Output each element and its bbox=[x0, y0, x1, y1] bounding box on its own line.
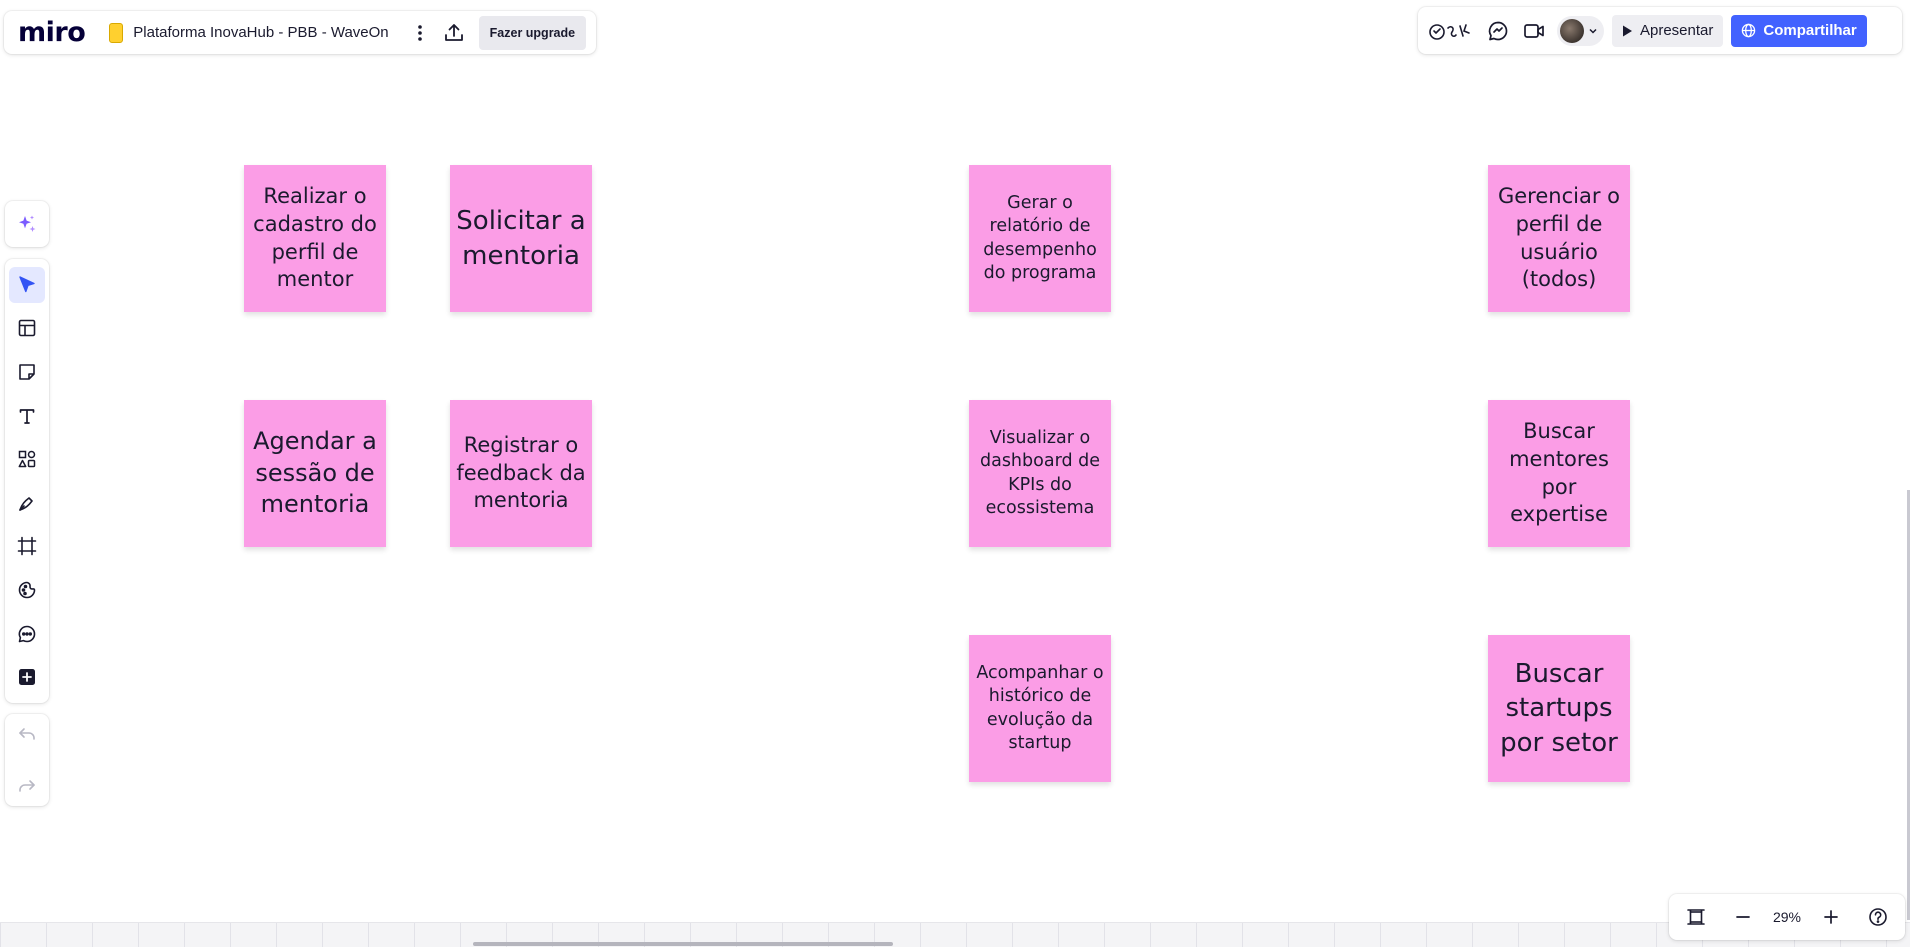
miro-logo[interactable]: miro bbox=[18, 17, 86, 48]
sparkle-icon bbox=[19, 215, 36, 232]
sticky-note[interactable]: Buscar mentores por expertise bbox=[1488, 400, 1630, 547]
undo-icon bbox=[19, 728, 35, 740]
video-icon bbox=[1524, 23, 1544, 38]
tool-sticky-note[interactable] bbox=[9, 354, 45, 390]
chevron-down-icon bbox=[1589, 28, 1597, 34]
text-icon bbox=[19, 408, 35, 424]
fit-to-screen-button[interactable] bbox=[1679, 900, 1713, 934]
sticker-icon bbox=[18, 581, 36, 599]
redo-button[interactable] bbox=[9, 770, 45, 802]
help-icon bbox=[1868, 908, 1887, 926]
sticky-note[interactable]: Registrar o feedback da mentoria bbox=[450, 400, 592, 547]
redo-icon bbox=[19, 780, 35, 792]
frame-icon bbox=[17, 537, 37, 556]
tool-frame[interactable] bbox=[9, 529, 45, 565]
plus-icon bbox=[1823, 910, 1838, 924]
zoom-controls: 29% bbox=[1669, 894, 1905, 940]
chat-icon bbox=[1488, 21, 1508, 40]
ai-panel bbox=[5, 201, 49, 247]
present-label: Apresentar bbox=[1640, 22, 1714, 39]
pen-icon bbox=[19, 496, 33, 511]
tool-stickers[interactable] bbox=[9, 572, 45, 608]
user-menu[interactable] bbox=[1557, 15, 1604, 46]
export-button[interactable] bbox=[437, 16, 471, 50]
tool-text[interactable] bbox=[9, 398, 45, 434]
vertical-scrollbar[interactable] bbox=[1907, 490, 1910, 920]
undo-button[interactable] bbox=[9, 718, 45, 750]
plus-square-icon bbox=[19, 669, 35, 686]
sticky-note[interactable]: Gerar o relatório de desempenho do progr… bbox=[969, 165, 1111, 312]
canvas-grid bbox=[0, 922, 1910, 947]
upload-icon bbox=[444, 23, 463, 41]
sticky-note[interactable]: Realizar o cadastro do perfil de mentor bbox=[244, 165, 386, 312]
tool-pen[interactable] bbox=[9, 485, 45, 521]
tool-more-apps[interactable] bbox=[9, 659, 45, 695]
zoom-out-button[interactable] bbox=[1726, 900, 1760, 934]
sticky-note[interactable]: Solicitar a mentoria bbox=[450, 165, 592, 312]
sticky-note[interactable]: Visualizar o dashboard de KPIs do ecossi… bbox=[969, 400, 1111, 547]
upgrade-button[interactable]: Fazer upgrade bbox=[478, 15, 587, 50]
fit-screen-icon bbox=[1687, 909, 1706, 925]
reactions-icon bbox=[1429, 23, 1470, 40]
board-menu-button[interactable] bbox=[403, 16, 437, 50]
share-button[interactable]: Compartilhar bbox=[1731, 14, 1867, 47]
avatar bbox=[1560, 18, 1584, 43]
zoom-level[interactable]: 29% bbox=[1772, 909, 1801, 925]
minus-icon bbox=[1736, 916, 1751, 918]
collaboration-bar: Apresentar Compartilhar bbox=[1418, 7, 1902, 54]
sticky-note[interactable]: Acompanhar o histórico de evolução da st… bbox=[969, 635, 1111, 782]
reactions-button[interactable] bbox=[1423, 14, 1479, 48]
tool-templates[interactable] bbox=[9, 311, 45, 347]
horizontal-scrollbar[interactable] bbox=[473, 942, 893, 946]
tool-select[interactable] bbox=[9, 267, 45, 303]
sticky-note[interactable]: Buscar startups por setor bbox=[1488, 635, 1630, 782]
creation-toolbar bbox=[5, 259, 49, 703]
sticky-note-icon bbox=[19, 364, 35, 380]
board-title[interactable]: Plataforma InovaHub - PBB - WaveOn bbox=[133, 24, 389, 41]
tool-shapes[interactable] bbox=[9, 441, 45, 477]
template-icon bbox=[18, 320, 36, 337]
comment-icon bbox=[18, 625, 36, 642]
sticky-note[interactable]: Agendar a sessão de mentoria bbox=[244, 400, 386, 547]
share-label: Compartilhar bbox=[1763, 22, 1857, 39]
present-button[interactable]: Apresentar bbox=[1612, 14, 1724, 47]
more-vertical-icon bbox=[417, 24, 422, 41]
chat-button[interactable] bbox=[1481, 14, 1515, 48]
board-header: miro Plataforma InovaHub - PBB - WaveOn … bbox=[4, 11, 596, 54]
video-call-button[interactable] bbox=[1517, 14, 1551, 48]
sticky-note[interactable]: Gerenciar o perfil de usuário (todos) bbox=[1488, 165, 1630, 312]
history-panel bbox=[5, 714, 49, 806]
ai-assist-button[interactable] bbox=[9, 206, 45, 242]
shapes-icon bbox=[18, 450, 36, 468]
globe-icon bbox=[1742, 23, 1756, 38]
board-icon bbox=[109, 22, 124, 43]
tool-comment[interactable] bbox=[9, 616, 45, 652]
zoom-in-button[interactable] bbox=[1814, 900, 1848, 934]
help-button[interactable] bbox=[1861, 900, 1895, 934]
play-icon bbox=[1623, 25, 1632, 36]
cursor-icon bbox=[19, 276, 35, 292]
